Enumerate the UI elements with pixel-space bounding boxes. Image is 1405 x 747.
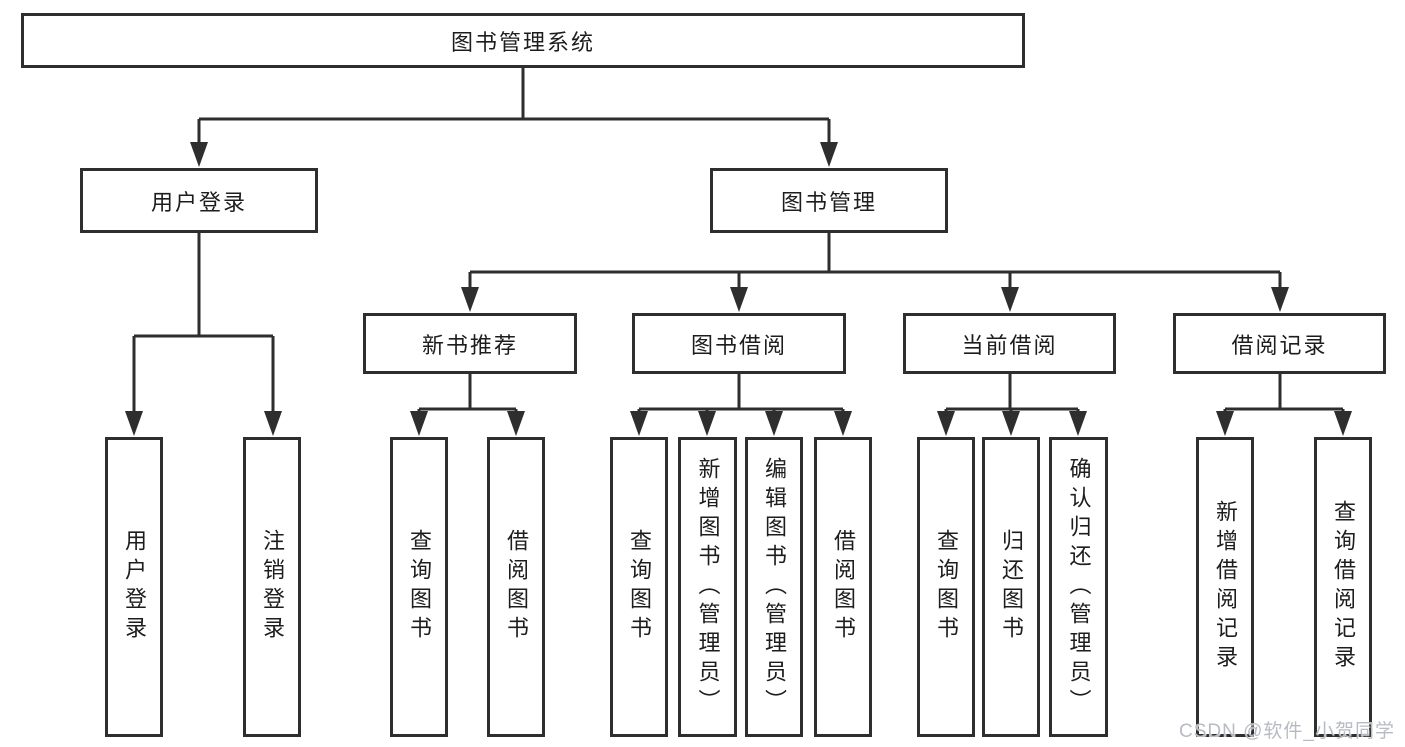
leaf-query-books-borrow: 查询图书 [610, 437, 668, 737]
leaf-add-borrow-record-label: 新增借阅记录 [1213, 500, 1238, 674]
node-book-borrow-label: 图书借阅 [690, 332, 787, 358]
leaf-logout: 注销登录 [243, 437, 301, 737]
node-new-book-recommend: 新书推荐 [363, 313, 577, 374]
node-borrow-records-label: 借阅记录 [1231, 332, 1328, 358]
leaf-confirm-return-admin: 确认归还（管理员） [1049, 437, 1108, 737]
node-user-login-group: 用户登录 [80, 168, 318, 233]
leaf-borrow-books-label: 借阅图书 [831, 529, 856, 645]
leaf-user-login-label: 用户登录 [122, 529, 147, 645]
leaf-query-borrow-record-label: 查询借阅记录 [1331, 500, 1356, 674]
leaf-return-book-label: 归还图书 [999, 529, 1024, 645]
node-library-management-system: 图书管理系统 [21, 13, 1025, 68]
leaf-query-borrow-record: 查询借阅记录 [1314, 437, 1372, 737]
leaf-confirm-return-admin-label: 确认归还（管理员） [1066, 456, 1092, 718]
leaf-query-books-recommend: 查询图书 [390, 437, 448, 737]
leaf-query-books-borrow-label: 查询图书 [627, 529, 652, 645]
leaf-query-books-current-label: 查询图书 [934, 529, 959, 645]
leaf-add-book-admin: 新增图书（管理员） [678, 437, 737, 737]
leaf-return-book: 归还图书 [982, 437, 1040, 737]
leaf-borrow-books-recommend-label: 借阅图书 [504, 529, 529, 645]
node-user-login-group-label: 用户登录 [150, 189, 247, 215]
leaf-query-books-recommend-label: 查询图书 [407, 529, 432, 645]
leaf-borrow-books-recommend: 借阅图书 [487, 437, 545, 737]
node-current-borrow-label: 当前借阅 [961, 332, 1058, 358]
node-new-book-recommend-label: 新书推荐 [421, 332, 518, 358]
leaf-add-book-admin-label: 新增图书（管理员） [695, 456, 721, 718]
leaf-logout-label: 注销登录 [260, 529, 285, 645]
leaf-add-borrow-record: 新增借阅记录 [1196, 437, 1254, 737]
leaf-query-books-current: 查询图书 [917, 437, 975, 737]
node-library-management-system-label: 图书管理系统 [450, 29, 595, 55]
csdn-watermark: CSDN @软件_小贺同学 [1179, 721, 1395, 742]
node-book-management: 图书管理 [710, 168, 948, 233]
leaf-edit-book-admin-label: 编辑图书（管理员） [762, 456, 787, 718]
arrowheads [125, 142, 1352, 436]
node-borrow-records: 借阅记录 [1173, 313, 1386, 374]
leaf-user-login: 用户登录 [105, 437, 163, 737]
node-current-borrow: 当前借阅 [903, 313, 1116, 374]
node-book-borrow: 图书借阅 [632, 313, 846, 374]
node-book-management-label: 图书管理 [780, 189, 877, 215]
leaf-edit-book-admin: 编辑图书（管理员） [745, 437, 803, 737]
leaf-borrow-books: 借阅图书 [814, 437, 872, 737]
